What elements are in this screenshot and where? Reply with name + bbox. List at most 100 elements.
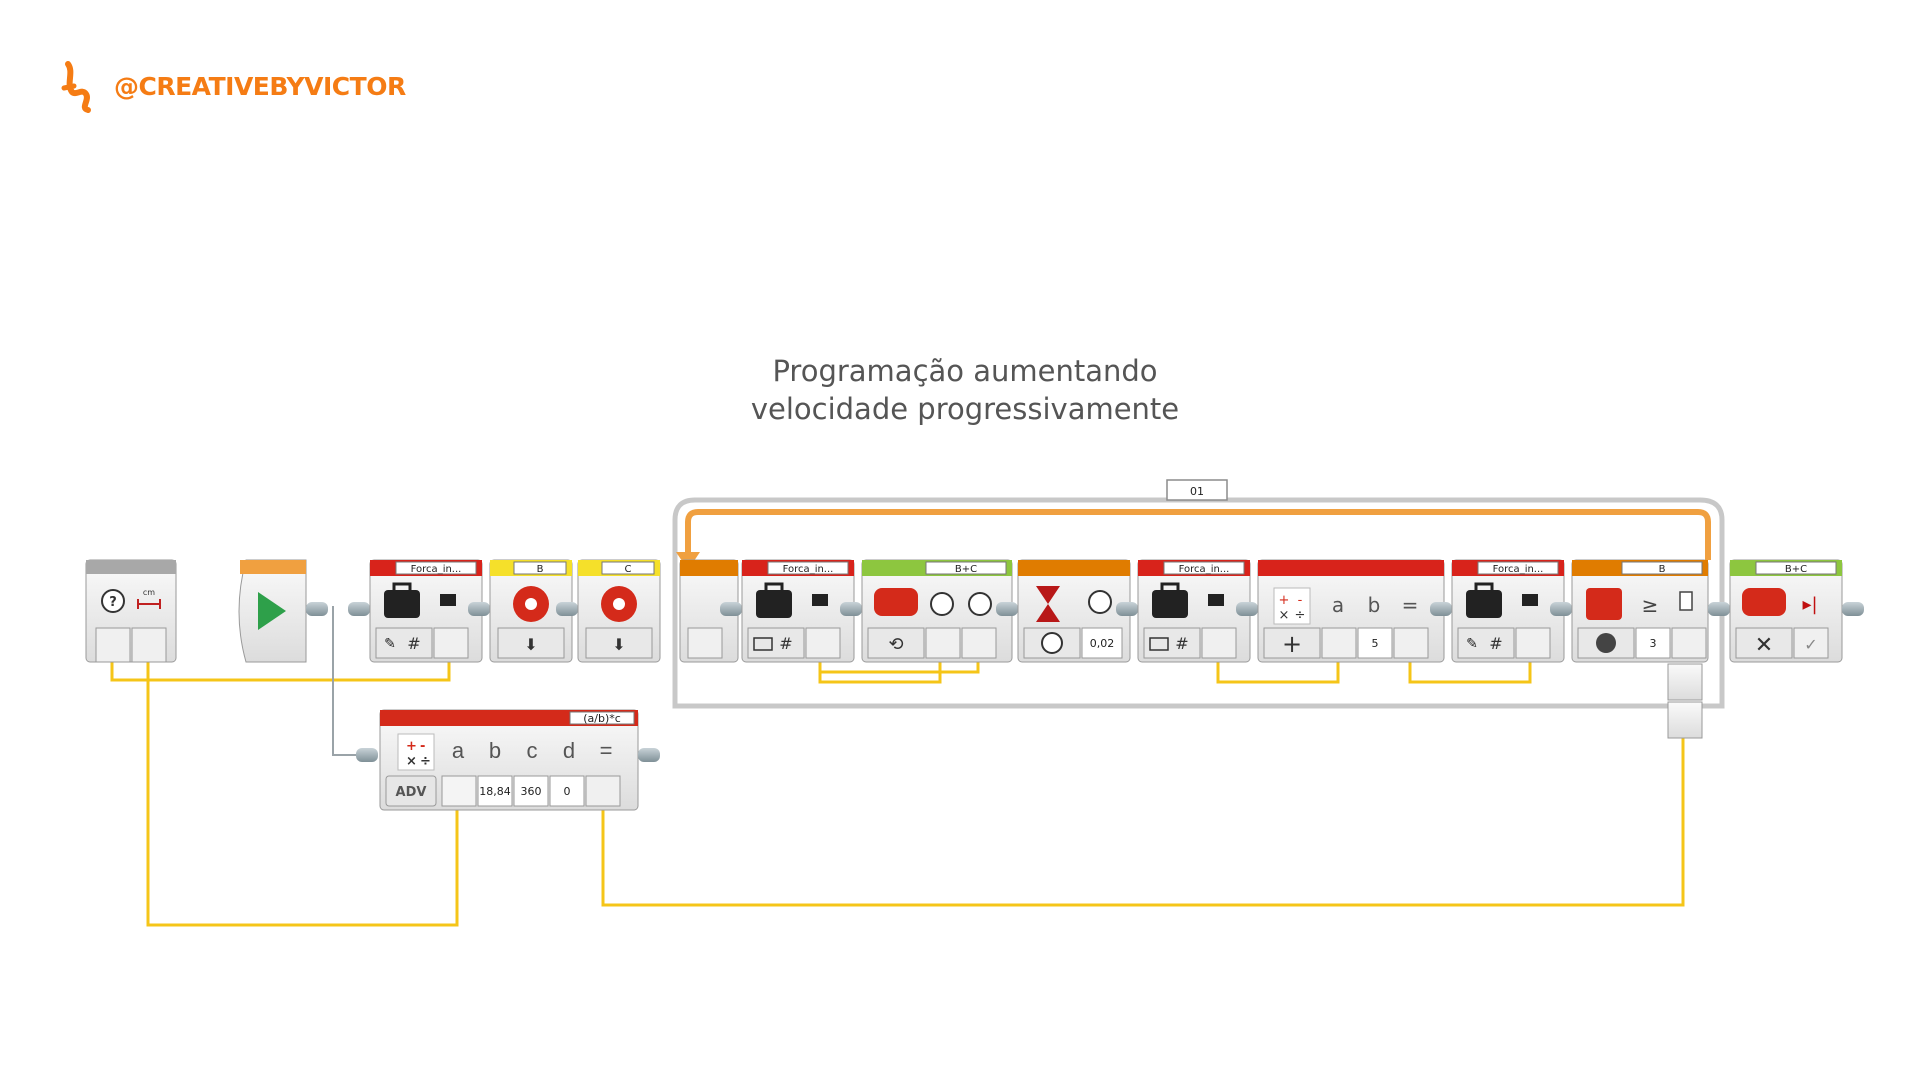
- svg-text:?: ?: [109, 595, 117, 610]
- times-sign: ×: [1279, 608, 1290, 623]
- sequence-plug: [1430, 602, 1452, 616]
- loop-name: 01: [1190, 485, 1204, 498]
- on-mode-icon: ⟲: [888, 634, 903, 655]
- add-mode-icon: +: [1282, 630, 1302, 658]
- pencil-icon: ✎: [384, 636, 396, 652]
- stop-mode-icon: ⬇: [524, 635, 537, 654]
- stop-icon: ▸|: [1802, 594, 1817, 615]
- steering-motor-icon: [1742, 588, 1786, 616]
- sequence-plug: [1708, 602, 1730, 616]
- param-a: a: [1332, 593, 1344, 617]
- tank-motor-icon: [874, 588, 918, 616]
- sequence-plug: [1116, 602, 1138, 616]
- compare-output-ports: [1667, 663, 1703, 739]
- mode-label: ADV: [396, 785, 427, 800]
- rotation-sensor-icon: [1586, 588, 1622, 620]
- wait-block[interactable]: 0,02: [996, 559, 1131, 663]
- loop-frame: [672, 497, 1725, 709]
- motor-block-b[interactable]: B⬇: [468, 559, 573, 663]
- mini-suitcase-icon: [1522, 594, 1538, 606]
- math-icon: + - × ÷: [397, 733, 435, 771]
- mode-selector: [375, 627, 433, 659]
- timer-icon: [1088, 590, 1112, 614]
- sequence-plug: [840, 602, 862, 616]
- param-b: b: [1368, 593, 1381, 617]
- sequence-plug: [556, 602, 578, 616]
- degrees-mode-icon: [1596, 633, 1616, 653]
- compare-block[interactable]: B ≥3: [1550, 559, 1709, 663]
- mode-button[interactable]: ADV: [385, 775, 437, 807]
- sequence-plug: [996, 602, 1018, 616]
- suitcase-icon: [384, 590, 420, 618]
- math-advanced-block[interactable]: (a/b)*c + - × ÷ a b c d = ADV 18,84 360 …: [356, 709, 660, 811]
- param-c: c: [527, 738, 538, 763]
- minus-sign: -: [1298, 593, 1303, 608]
- svg-text:+: +: [406, 739, 417, 754]
- value-b: 5: [1372, 637, 1379, 650]
- sequence-plug: [1550, 602, 1572, 616]
- speed-right-icon: [968, 592, 992, 616]
- start-block[interactable]: [238, 559, 328, 663]
- value-d: 0: [564, 785, 571, 798]
- title-line-2: velocidade progressivamente: [750, 392, 1180, 426]
- compare-threshold: 3: [1650, 637, 1657, 650]
- svg-text:cm: cm: [143, 588, 155, 597]
- block-label: B: [537, 564, 544, 575]
- variable-block-3[interactable]: Forca_in...#: [1116, 559, 1251, 663]
- end-plug: [1842, 602, 1864, 616]
- brand-handle: @CREATIVEBYVICTOR: [114, 71, 406, 101]
- loop-arrow: [685, 509, 1711, 560]
- value-c: 360: [521, 785, 542, 798]
- loop-block[interactable]: 01: [672, 479, 1725, 709]
- brake-icon: ✓: [1804, 635, 1817, 654]
- svg-text:×: ×: [406, 754, 417, 769]
- title-line-1: Programação aumentando: [772, 354, 1158, 388]
- block-label: B+C: [1785, 564, 1807, 575]
- plus-sign: +: [1279, 593, 1290, 608]
- equals-sign: =: [1402, 593, 1419, 617]
- book-icon: [1149, 637, 1169, 651]
- book-icon: [753, 637, 773, 651]
- wire-math-to-compare: [601, 738, 1685, 907]
- brand-logo-icon: [61, 61, 91, 113]
- sequence-plug: [348, 602, 370, 616]
- stop-mode-icon: ⬇: [612, 635, 625, 654]
- wire-sensor-to-math: [146, 662, 459, 927]
- block-label: B: [1659, 564, 1666, 575]
- speed-left-icon: [930, 592, 954, 616]
- block-label: Forca_in...: [1493, 564, 1544, 575]
- variable-block-2[interactable]: Forca_in...#: [720, 559, 855, 663]
- wire-var-to-tank-2: [820, 662, 980, 674]
- number-icon: #: [1489, 634, 1502, 653]
- mode-selector: [1457, 627, 1515, 659]
- compare-operator: ≥: [1642, 593, 1659, 617]
- tank-block[interactable]: B+C⟲: [840, 559, 1013, 663]
- block-label: C: [625, 564, 632, 575]
- variable-block-1[interactable]: Forca_in...✎#: [348, 559, 483, 663]
- loop-start-block[interactable]: [679, 559, 739, 663]
- brand: @CREATIVEBYVICTOR: [60, 58, 406, 114]
- number-icon: #: [779, 634, 792, 653]
- sequence-plug: [720, 602, 742, 616]
- svg-text:-: -: [420, 739, 425, 754]
- mini-suitcase-icon: [1208, 594, 1224, 606]
- variable-block-4[interactable]: Forca_in... ✎ #: [1430, 559, 1565, 663]
- suitcase-icon: [1466, 590, 1502, 618]
- math-expression: (a/b)*c: [583, 712, 621, 725]
- sensor-question-icon: [101, 589, 125, 613]
- ultrasonic-sensor-block[interactable]: ? cm: [85, 559, 177, 663]
- suitcase-icon: [1152, 590, 1188, 618]
- suitcase-icon: [756, 590, 792, 618]
- motor-block-c[interactable]: C⬇: [556, 559, 661, 663]
- play-icon: [258, 592, 286, 630]
- divide-sign: ÷: [1295, 608, 1306, 623]
- off-mode-icon: ✕: [1755, 633, 1773, 658]
- mode-selector: [1143, 627, 1201, 659]
- output-icon: [1679, 591, 1693, 611]
- param-a: a: [452, 738, 465, 763]
- stop-tank-block[interactable]: B+C ▸| ✕ ✓: [1708, 559, 1843, 663]
- pencil-icon: ✎: [1466, 636, 1478, 652]
- diagram-title: Programação aumentando velocidade progre…: [700, 352, 1230, 428]
